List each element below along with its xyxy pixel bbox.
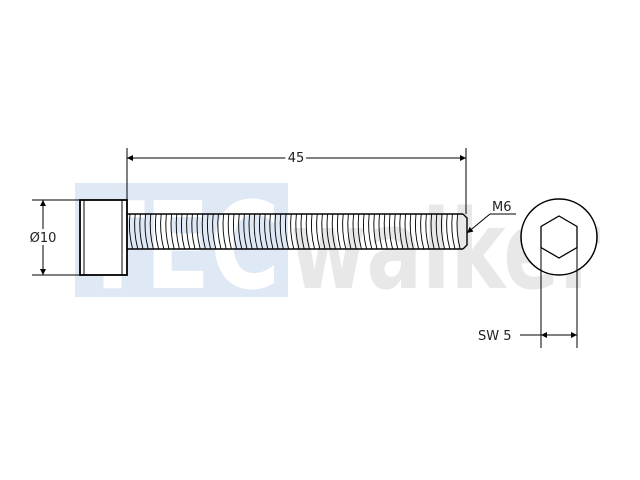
thread-line: [331, 213, 336, 250]
thread-line: [160, 213, 165, 250]
thread-line: [279, 213, 284, 250]
thread-line: [435, 213, 440, 250]
thread-line: [227, 213, 232, 250]
end-view: [520, 198, 598, 276]
thread-line: [191, 213, 196, 250]
thread-line: [264, 213, 269, 250]
thread-line: [388, 213, 394, 250]
length-dimension: 45: [126, 148, 467, 214]
thread-line: [243, 213, 248, 250]
thread-line: [394, 213, 399, 250]
thread-line: [300, 213, 305, 250]
thread-line: [253, 213, 258, 250]
diameter-label: Ø10: [30, 231, 57, 246]
thread-line: [206, 213, 212, 250]
thread-line: [134, 213, 139, 250]
thread-line: [201, 213, 206, 250]
thread-line: [149, 213, 154, 250]
thread-line: [336, 213, 342, 250]
thread-line: [139, 213, 144, 250]
thread-line: [399, 213, 404, 250]
thread-line: [347, 213, 352, 250]
thread-line: [383, 213, 388, 250]
thread-line: [284, 213, 290, 250]
diameter-dimension: Ø10: [27, 199, 80, 276]
wrench-size-dimension: SW 5: [478, 247, 578, 348]
screw-shank: [127, 213, 468, 250]
thread-line: [446, 213, 451, 250]
thread-line: [352, 213, 357, 250]
thread-lines: [128, 213, 461, 250]
thread-line: [144, 213, 149, 250]
thread-line: [456, 213, 461, 250]
thread-line: [186, 213, 191, 250]
thread-line: [238, 213, 243, 250]
wrench-size-label: SW 5: [478, 329, 512, 344]
thread-line: [222, 213, 227, 250]
thread-line: [362, 213, 368, 250]
thread-line: [321, 213, 326, 250]
thread-line: [269, 213, 274, 250]
length-label: 45: [288, 151, 305, 166]
thread-line: [440, 213, 446, 250]
thread-line: [170, 213, 175, 250]
thread-line: [165, 213, 170, 250]
thread-line: [274, 213, 279, 250]
thread-line: [217, 213, 222, 250]
thread-line: [316, 213, 321, 250]
thread-line: [290, 213, 295, 250]
thread-line: [128, 213, 134, 250]
thread-line: [357, 213, 362, 250]
thread-line: [258, 213, 264, 250]
thread-line: [451, 213, 456, 250]
thread-line: [414, 213, 420, 250]
watermark: TEC walker: [75, 178, 600, 317]
thread-line: [342, 213, 347, 250]
thread-line: [373, 213, 378, 250]
thread-line: [409, 213, 414, 250]
thread-line: [305, 213, 310, 250]
thread-line: [420, 213, 425, 250]
thread-line: [326, 213, 331, 250]
thread-line: [368, 213, 373, 250]
thread-line: [378, 213, 383, 250]
thread-callout: M6: [466, 200, 516, 234]
thread-line: [248, 213, 253, 250]
thread-line: [154, 213, 160, 250]
thread-line: [175, 213, 180, 250]
hex-socket: [540, 215, 578, 259]
thread-label: M6: [492, 200, 512, 215]
thread-line: [295, 213, 300, 250]
thread-line: [232, 213, 238, 250]
thread-line: [196, 213, 201, 250]
thread-line: [430, 213, 435, 250]
thread-line: [404, 213, 409, 250]
screw-head: [79, 199, 128, 276]
thread-line: [310, 213, 316, 250]
thread-line: [212, 213, 217, 250]
thread-line: [180, 213, 186, 250]
thread-line: [425, 213, 430, 250]
